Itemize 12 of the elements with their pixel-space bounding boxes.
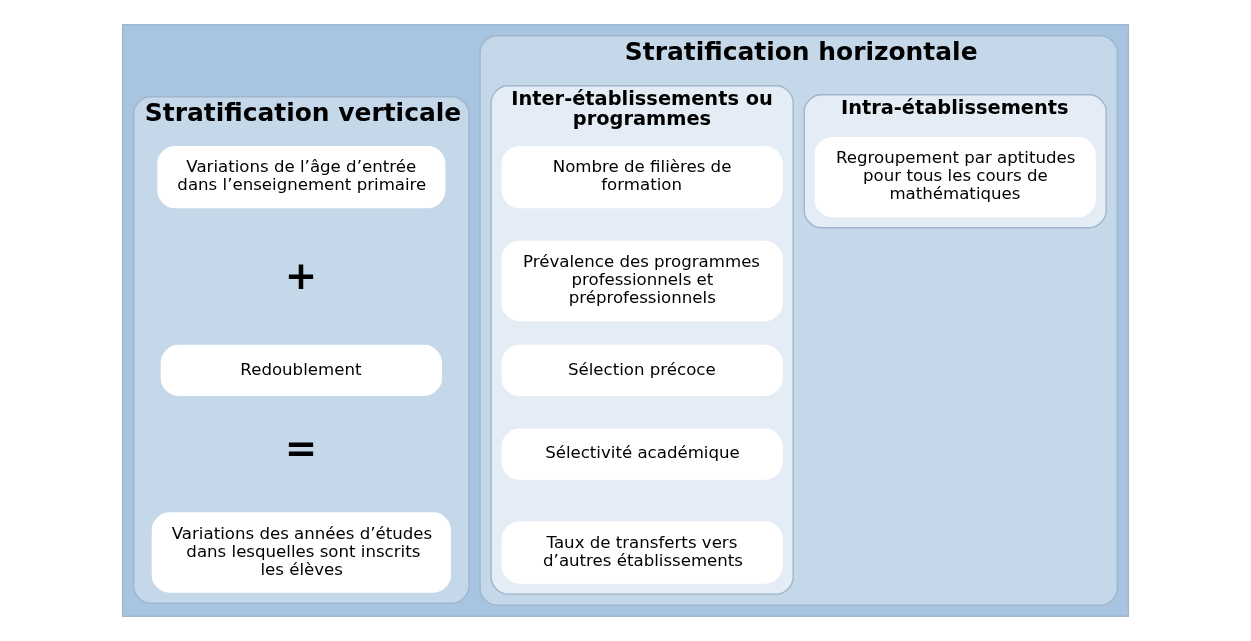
node-box: Regroupement par aptitudes pour tous les cours de mathématiques [814,136,1096,218]
label: + [284,253,318,299]
node-box: Sélectivité académique [501,428,783,480]
node-box: Taux de transferts vers d’autres établissements [501,521,783,584]
node-box: Variations des années d’études dans lesquelles sont inscrits les élèves [151,512,451,593]
cluster [121,24,1130,617]
node-box: Prévalence des programmes professionnels et préprofessionnels [501,240,783,322]
node-box: Nombre de filières de formation [501,145,783,209]
node-box: Redoublement [160,344,442,396]
label: = [284,426,318,472]
node-box: Variations de l’âge d’entrée dans l’enseignement primaire [157,145,446,209]
node-box: Sélection précoce [501,344,783,396]
